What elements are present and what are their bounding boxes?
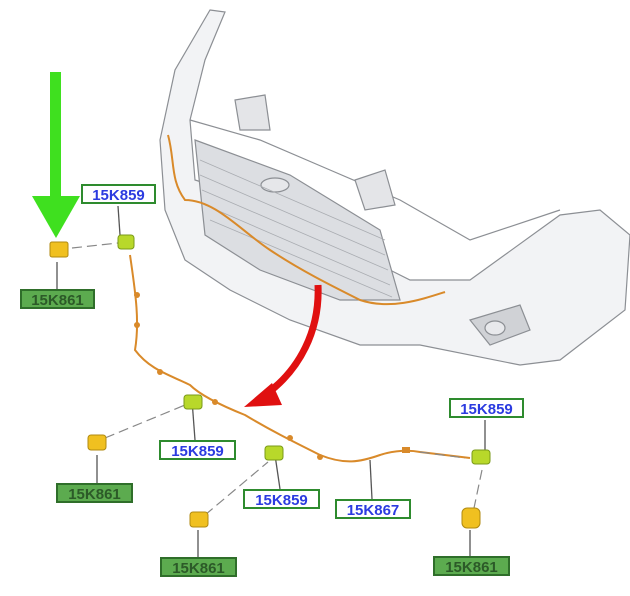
part-label-15k861: 15K861 xyxy=(56,483,133,503)
leader-lines xyxy=(56,205,486,557)
part-label-15k859: 15K859 xyxy=(243,489,320,509)
bumper-wiring-harness xyxy=(167,134,446,306)
red-direction-arrow-icon xyxy=(244,284,322,407)
part-label-15k867: 15K867 xyxy=(335,499,411,519)
grille-lines xyxy=(199,159,393,298)
front-bumper xyxy=(159,9,630,366)
parking-sensors xyxy=(117,234,491,465)
green-highlight-arrow-icon xyxy=(32,72,80,238)
harness-clips xyxy=(134,292,410,460)
part-label-15k859: 15K859 xyxy=(81,184,156,204)
part-label-15k861: 15K861 xyxy=(20,289,95,309)
dashed-assembly-lines xyxy=(71,242,483,516)
part-label-15k861: 15K861 xyxy=(160,557,237,577)
part-label-15k861: 15K861 xyxy=(433,556,510,576)
sensor-bezels xyxy=(49,241,481,529)
part-label-15k859: 15K859 xyxy=(449,398,524,418)
sensor-wiring-harness xyxy=(129,254,471,463)
part-label-15k859: 15K859 xyxy=(159,440,236,460)
